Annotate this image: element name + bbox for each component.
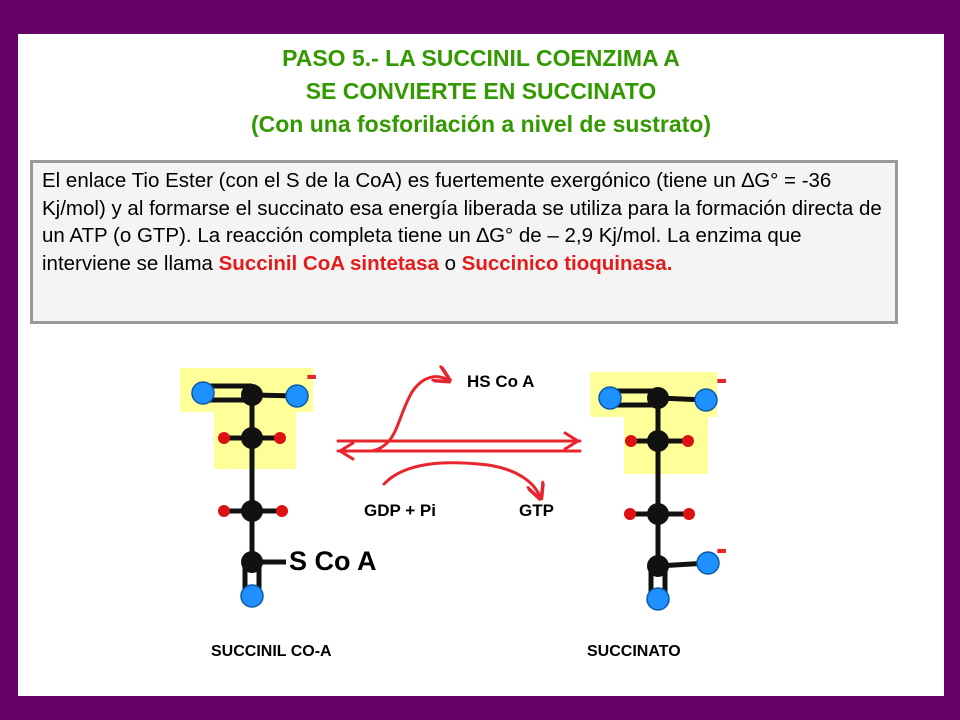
carbon-atoms-left bbox=[241, 384, 263, 573]
right-charge-minus-bottom: - bbox=[716, 530, 728, 568]
hydrogen-atoms-left bbox=[218, 432, 288, 517]
succinyl-coa-name: SUCCINIL CO-A bbox=[211, 643, 332, 660]
left-charge-minus: - bbox=[306, 356, 318, 394]
gtp-formation-arrow bbox=[382, 461, 540, 497]
s-coa-group-label: S Co A bbox=[289, 546, 377, 576]
enzyme-name-2: Succinico tioquinasa. bbox=[461, 251, 673, 275]
enzyme-name-1: Succinil CoA sintetasa bbox=[218, 251, 439, 275]
slide-title: PASO 5.- LA SUCCINIL COENZIMA A SE CONVI… bbox=[18, 42, 944, 141]
hscoa-release-arrow bbox=[370, 377, 448, 453]
slide-panel bbox=[18, 34, 944, 696]
oxygen-atoms-left bbox=[191, 381, 309, 608]
succinyl-coa-molecule bbox=[180, 368, 313, 608]
description-part-1: El enlace Tio Ester (con el S de la CoA)… bbox=[42, 169, 882, 275]
description-text: El enlace Tio Ester (con el S de la CoA)… bbox=[42, 167, 892, 277]
reaction-arrows bbox=[336, 377, 582, 497]
title-line-3: (Con una fosforilación a nivel de sustra… bbox=[250, 111, 712, 137]
description-connector: o bbox=[438, 251, 462, 275]
carbon-atoms-right bbox=[647, 387, 669, 577]
gdp-pi-label: GDP + Pi bbox=[364, 501, 436, 520]
right-charge-minus-top: - bbox=[716, 360, 728, 398]
hscoa-label: HS Co A bbox=[467, 372, 535, 391]
description-box bbox=[30, 160, 898, 324]
title-line-2: SE CONVIERTE EN SUCCINATO bbox=[305, 78, 657, 104]
succinate-name: SUCCINATO bbox=[587, 643, 681, 660]
forward-arrowhead bbox=[563, 431, 580, 451]
hydrogen-atoms-right bbox=[624, 435, 695, 520]
title-line-1: PASO 5.- LA SUCCINIL COENZIMA A bbox=[282, 45, 680, 71]
reverse-arrowhead bbox=[338, 441, 355, 461]
oxygen-atoms-right bbox=[598, 386, 720, 611]
succinate-molecule bbox=[590, 372, 720, 611]
gtp-label: GTP bbox=[519, 501, 554, 520]
